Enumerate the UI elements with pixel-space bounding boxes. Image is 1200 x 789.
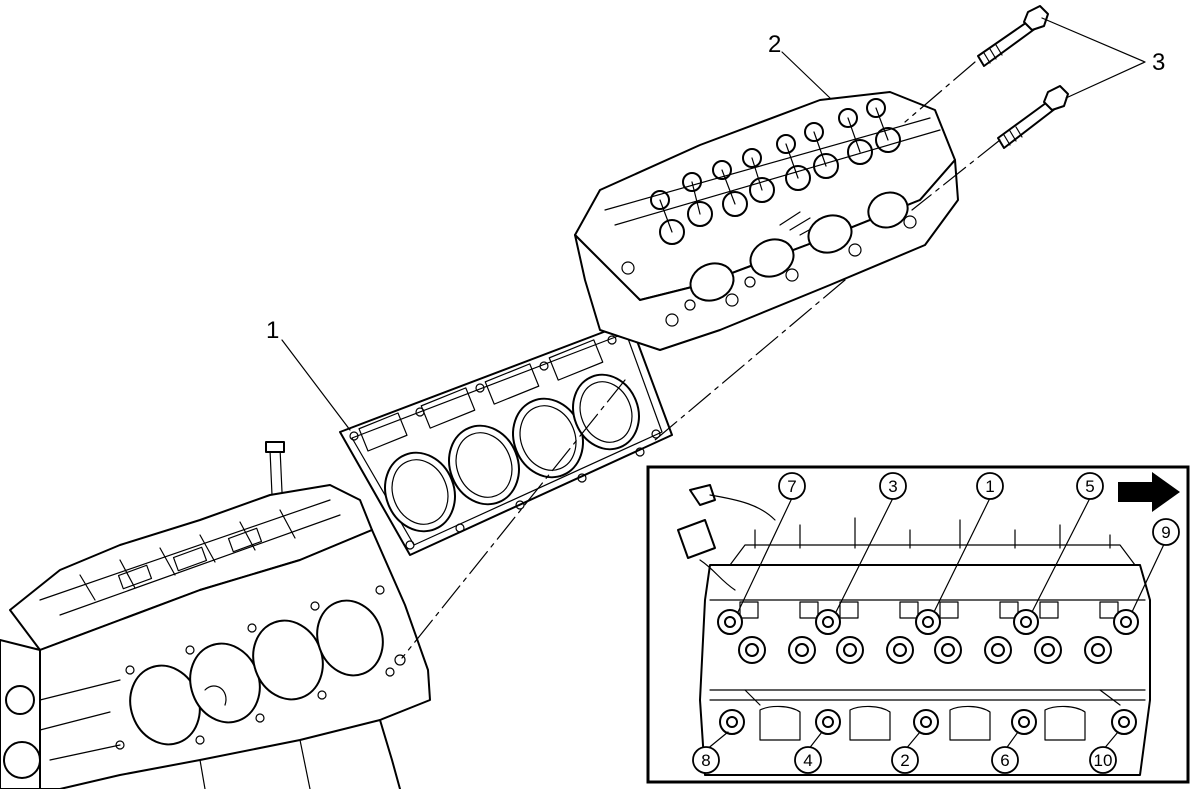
sequence-label-3: 3	[879, 472, 907, 500]
cylinder-head	[574, 91, 959, 351]
svg-text:4: 4	[803, 751, 812, 770]
svg-text:7: 7	[787, 477, 796, 496]
callout-label-gasket: 1	[266, 317, 279, 344]
callout-1: 1	[266, 317, 351, 431]
callout-2: 2	[768, 31, 831, 99]
svg-text:6: 6	[1000, 751, 1009, 770]
alignment-lines	[401, 61, 1001, 659]
sequence-label-5: 5	[1076, 472, 1104, 500]
sequence-label-9: 9	[1152, 518, 1180, 546]
svg-text:1: 1	[985, 477, 994, 496]
callout-label-bolts: 3	[1152, 49, 1165, 76]
svg-text:8: 8	[701, 751, 710, 770]
svg-text:3: 3	[888, 477, 897, 496]
svg-text:9: 9	[1161, 523, 1170, 542]
head-gasket	[339, 321, 673, 556]
inset-cylinder-head	[677, 484, 1151, 776]
torque-sequence-inset: 7 3 1 5 9 8 4 2	[646, 465, 1190, 784]
sequence-label-6: 6	[991, 746, 1019, 774]
head-bolt-upper	[977, 5, 1049, 67]
callout-3: 3	[1041, 17, 1165, 99]
callout-label-cylinder-head: 2	[768, 31, 781, 58]
sequence-label-4: 4	[794, 746, 822, 774]
sequence-label-2: 2	[891, 746, 919, 774]
head-bolt-lower	[997, 85, 1069, 149]
svg-text:10: 10	[1094, 751, 1113, 770]
sequence-label-10: 10	[1089, 746, 1117, 774]
sequence-label-8: 8	[692, 746, 720, 774]
svg-text:5: 5	[1085, 477, 1094, 496]
svg-text:2: 2	[900, 751, 909, 770]
sequence-label-7: 7	[778, 472, 806, 500]
arrow-right-icon	[1118, 472, 1180, 512]
sequence-label-1: 1	[976, 472, 1004, 500]
engine-block	[0, 441, 431, 789]
